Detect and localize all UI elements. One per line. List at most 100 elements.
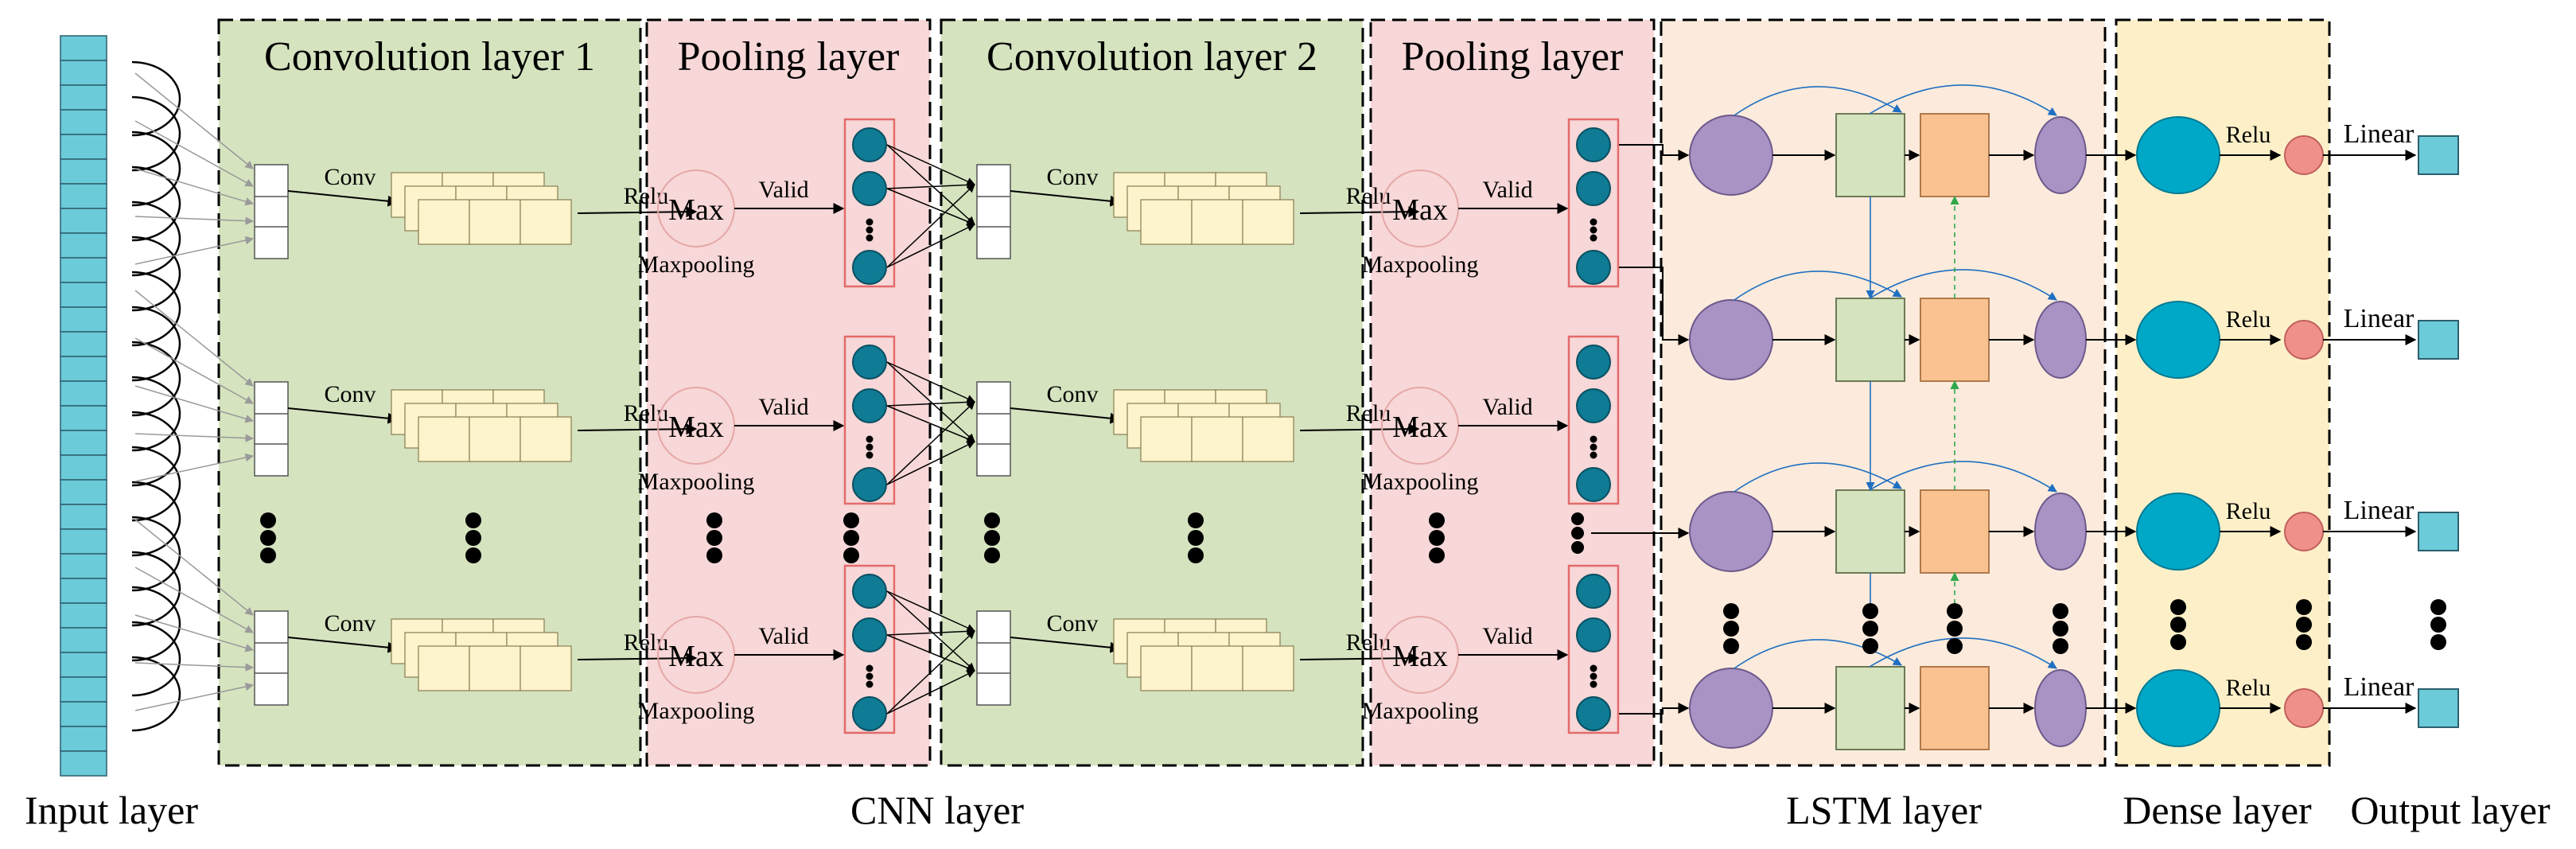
- ellipsis-dot: [1862, 603, 1878, 619]
- ellipsis-dot: [2296, 634, 2312, 650]
- pool2-title: Pooling layer: [1402, 34, 1624, 80]
- input-fan-line: [134, 682, 255, 711]
- input-cell: [60, 553, 107, 579]
- lstm-cell-state: [1920, 489, 1990, 574]
- input-window-arc: [131, 306, 181, 382]
- input-fan-line: [134, 168, 255, 206]
- pool-fan-line: [886, 630, 975, 715]
- input-cell: [60, 627, 107, 653]
- ellipsis-group: [2296, 599, 2312, 650]
- ellipsis-dot: [866, 218, 874, 226]
- input-cell: [60, 602, 107, 629]
- input-layer-label: Input layer: [25, 788, 198, 832]
- input-cell: [60, 405, 107, 431]
- ellipsis-dot: [984, 512, 1000, 528]
- input-cell: [60, 109, 107, 135]
- feature-map-cell: [1242, 199, 1294, 245]
- pooled-node: [852, 345, 887, 380]
- output-cell: [2418, 320, 2459, 360]
- ellipsis-dots: [260, 512, 2446, 654]
- input-cell: [60, 454, 107, 481]
- relu-arrow: [1299, 423, 1420, 435]
- ellipsis-dot: [1590, 435, 1597, 443]
- ellipsis-dot: [1429, 547, 1445, 563]
- linear-label: Linear: [2344, 119, 2415, 149]
- pooled-node-frame: [1567, 335, 1620, 505]
- lstm-cell-state: [1920, 298, 1990, 382]
- pooled-node: [852, 696, 887, 731]
- pooled-node: [1576, 345, 1611, 380]
- ellipsis-dot: [984, 547, 1000, 563]
- relu-node: [2284, 688, 2324, 728]
- pooled-node: [1576, 617, 1611, 652]
- relu-label: Relu: [2226, 675, 2271, 701]
- ellipsis-dot: [465, 512, 481, 528]
- pooled-node: [852, 171, 887, 206]
- input-cell: [60, 257, 107, 283]
- ellipsis-dot: [1723, 603, 1739, 619]
- lstm-hidden-state: [1689, 668, 1773, 749]
- lstm-skip-arc: [1734, 462, 1902, 493]
- lstm-hidden-state: [1689, 299, 1773, 380]
- pool-fan-line: [886, 590, 975, 672]
- ellipsis-dot: [866, 443, 874, 451]
- ellipsis-group: [1429, 512, 1445, 563]
- input-cell: [60, 504, 107, 530]
- ellipsis-group: [260, 512, 276, 563]
- pool-fan-line: [886, 224, 975, 268]
- input-window-arc: [131, 621, 181, 697]
- input-window-arc: [131, 551, 181, 627]
- input-window-arc: [131, 166, 181, 242]
- ellipsis-dot: [1590, 680, 1597, 688]
- relu-label: Relu: [624, 629, 669, 656]
- input-window-arc: [131, 656, 181, 732]
- ellipsis-group: [843, 512, 859, 563]
- lstm-hidden-state: [1689, 115, 1773, 196]
- pooled-node-ellipsis: [1590, 218, 1597, 242]
- output-cell: [2418, 135, 2459, 175]
- feature-map-cell: [1191, 416, 1243, 462]
- ellipsis-dot: [706, 547, 722, 563]
- input-window-arc: [131, 586, 181, 662]
- pooled-node: [1576, 696, 1611, 731]
- pooled-node-ellipsis: [1590, 664, 1597, 688]
- ellipsis-dot: [1429, 530, 1445, 546]
- ellipsis-dot: [866, 435, 874, 443]
- pool-fan-line: [886, 405, 975, 443]
- lstm-forget-gate: [1835, 489, 1905, 574]
- relu-arrow: [577, 206, 698, 218]
- maxpooling-label: Maxpooling: [638, 469, 755, 495]
- pool-fan-line: [886, 398, 976, 407]
- feature-map-cell: [1140, 645, 1193, 691]
- maxpooling-label: Maxpooling: [1362, 469, 1479, 495]
- ellipsis-dot: [2053, 603, 2068, 619]
- ellipsis-dot: [706, 512, 722, 528]
- lstm-layer-label: LSTM layer: [1786, 788, 1982, 832]
- pooled-node-ellipsis: [866, 664, 874, 688]
- input-cell: [60, 331, 107, 357]
- lstm-skip-arc: [1734, 86, 1902, 116]
- valid-label: Valid: [1482, 623, 1532, 649]
- lstm-skip-arc: [1869, 84, 2057, 116]
- ellipsis-dot: [465, 530, 481, 546]
- pooled-node: [852, 388, 887, 423]
- ellipsis-dot: [1590, 234, 1597, 242]
- pooled-node: [852, 127, 887, 162]
- pooled-node-ellipsis: [1590, 435, 1597, 459]
- ellipsis-dot: [2296, 599, 2312, 615]
- feature-map-cell: [469, 416, 521, 462]
- input-fan-line: [134, 290, 254, 387]
- ellipsis-dot: [1188, 530, 1204, 546]
- ellipsis-dot: [1571, 541, 1584, 554]
- linear-label: Linear: [2344, 672, 2415, 702]
- lstm-skip-arc: [1869, 461, 2057, 493]
- lstm-row: Relu Linear: [1619, 637, 2459, 750]
- pooled-node: [1576, 574, 1611, 609]
- input-window-arc: [131, 271, 181, 347]
- output-cell: [2418, 688, 2459, 728]
- ellipsis-dot: [1947, 621, 1963, 637]
- lstm-skip-arc: [1734, 639, 1902, 669]
